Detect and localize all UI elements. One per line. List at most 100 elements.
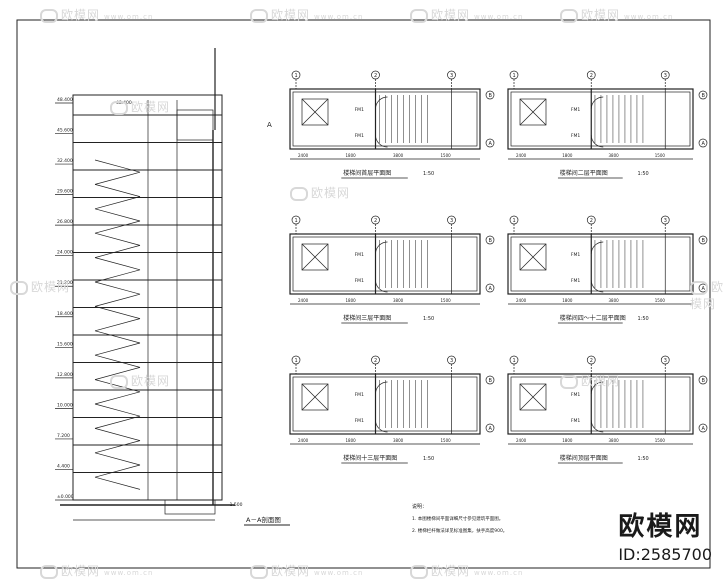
dimension-label: 2400 <box>298 438 309 443</box>
grid-bubble <box>485 375 495 385</box>
grid-label: B <box>489 378 493 384</box>
level-label: 4.400 <box>57 463 70 469</box>
lift-cross <box>519 383 547 411</box>
plan-outline <box>507 233 694 295</box>
plan-title: 楼梯间十三层平面图 <box>343 454 397 462</box>
grid-label: 2 <box>374 73 377 79</box>
watermark-logo-icon <box>690 280 708 295</box>
grid-bubble <box>291 215 301 225</box>
lift-car <box>301 98 329 126</box>
door-swing <box>590 96 604 110</box>
grid-label: 1 <box>295 218 298 224</box>
grid-bubble <box>698 138 708 148</box>
plan-title: 楼梯间首层平面图 <box>343 169 391 177</box>
dimension-label: 3800 <box>393 298 404 303</box>
plan-outline <box>507 373 694 435</box>
lift-car <box>301 243 329 271</box>
dimension-label: 3800 <box>609 298 620 303</box>
grid-bubble <box>371 355 380 365</box>
grid-bubble <box>586 215 596 225</box>
level-label: ±0.000 <box>57 494 74 500</box>
grid-bubble <box>586 70 596 80</box>
section-title: A－A剖面图 <box>246 515 281 524</box>
stair-flight <box>94 452 141 466</box>
plan-inner-outline <box>292 376 478 432</box>
grid-bubble <box>660 215 670 225</box>
grid-bubble <box>371 215 380 225</box>
grid-label: 2 <box>590 218 593 224</box>
section-outline <box>72 94 223 501</box>
level-label: 12.800 <box>57 372 73 378</box>
door-label: FM1 <box>355 133 364 139</box>
notes-line: 1. 本图楼梯间平面详细尺寸参见建筑平面图。 <box>412 515 503 522</box>
dimension-label: 1500 <box>655 298 666 303</box>
grid-label: 1 <box>295 73 298 79</box>
plan-scale: 1:50 <box>638 171 649 177</box>
door-label: FM1 <box>571 278 580 284</box>
stair-flight <box>94 196 141 210</box>
door-swing <box>375 241 388 255</box>
dimension-label: 1500 <box>441 438 452 443</box>
stair-flight <box>94 293 141 307</box>
grid-bubble <box>485 90 495 100</box>
plan-scale: 1:50 <box>423 316 434 322</box>
lift-car <box>519 98 547 126</box>
grid-bubble <box>698 90 708 100</box>
notes-line: 2. 楼梯栏杆做法详见标准图集，扶手高度900。 <box>412 527 507 534</box>
watermark: 欧模网 <box>690 280 725 311</box>
watermark-logo-icon <box>110 374 128 389</box>
door-label: FM1 <box>571 392 580 398</box>
plan-inner-outline <box>510 236 691 292</box>
door-swing <box>590 419 604 433</box>
stair-flight <box>94 318 141 332</box>
notes-title: 说明： <box>412 503 427 510</box>
lift-cross <box>301 383 329 411</box>
brand-block: 欧模网 ID:2585700 <box>618 506 712 564</box>
lift-cross <box>301 243 329 271</box>
grid-label: 3 <box>664 73 667 79</box>
grid-bubble <box>291 355 301 365</box>
door-swing <box>375 134 388 148</box>
grid-label: 2 <box>374 218 377 224</box>
watermark: 欧模网 <box>110 98 170 115</box>
grid-bubble <box>698 235 708 245</box>
stair-flight <box>94 171 141 185</box>
model-id: ID:2585700 <box>618 545 712 564</box>
grid-label: 3 <box>450 358 453 364</box>
grid-label: A <box>702 426 706 432</box>
stair-flight <box>94 220 141 234</box>
section-bottom-level: -1.500 <box>228 502 243 508</box>
grid-bubble <box>485 423 495 433</box>
level-label: 45.600 <box>57 128 73 134</box>
door-swing <box>590 381 604 395</box>
level-label: 32.400 <box>57 158 73 164</box>
level-label: 48.400 <box>57 97 73 103</box>
stair-flight <box>94 403 141 417</box>
watermark-logo-icon <box>560 8 578 23</box>
grid-bubble <box>291 70 301 80</box>
level-label: 15.600 <box>57 341 73 347</box>
door-swing <box>590 134 604 148</box>
plan-title: 楼梯间三层平面图 <box>343 314 391 322</box>
watermark-logo-icon <box>250 564 268 579</box>
level-label: 7.200 <box>57 433 70 439</box>
door-label: FM1 <box>355 252 364 258</box>
lift-cross <box>519 98 547 126</box>
plan-scale: 1:50 <box>638 456 649 462</box>
lift-cross <box>519 243 547 271</box>
grid-bubble <box>698 375 708 385</box>
lift-car <box>301 383 329 411</box>
door-swing <box>375 381 388 395</box>
level-label: 10.000 <box>57 402 73 408</box>
stair-flight <box>94 281 141 295</box>
watermark: 欧模网 <box>10 278 70 295</box>
grid-label: A <box>702 141 706 147</box>
